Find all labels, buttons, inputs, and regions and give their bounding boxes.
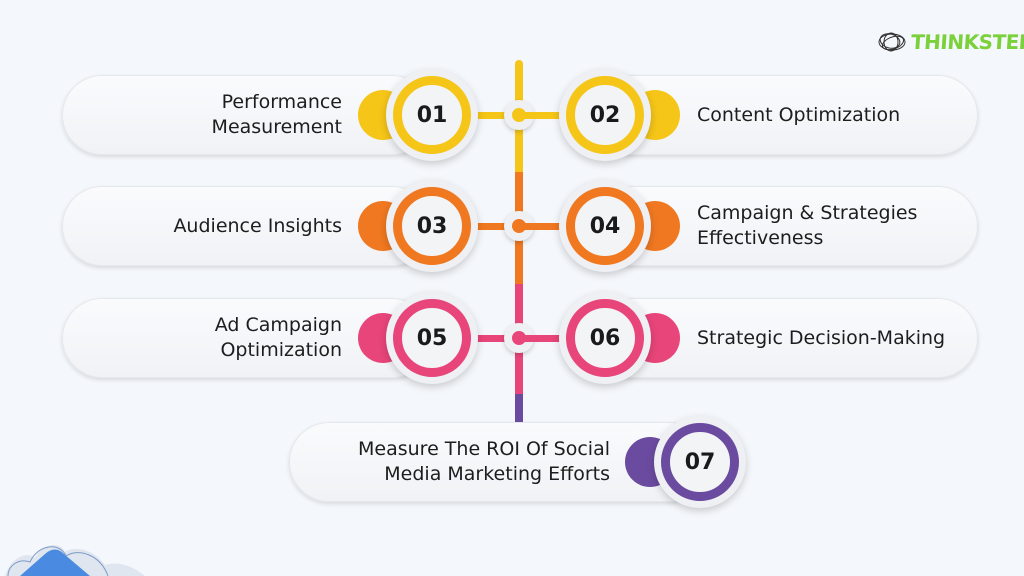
number-text: 05: [393, 299, 471, 377]
item-label: Performance Measurement: [211, 91, 342, 138]
item-label: Content Optimization: [697, 103, 901, 126]
item-label: Strategic Decision-Making: [697, 326, 946, 349]
logo-text: THINKSTER: [910, 30, 1024, 54]
number-badge: 05: [386, 292, 478, 384]
timeline-segment-purple: [515, 394, 523, 424]
item-label: Ad Campaign Optimization: [214, 314, 342, 361]
number-badge: 06: [559, 292, 651, 384]
number-badge: 04: [559, 180, 651, 272]
number-badge: 07: [654, 416, 746, 508]
connector: [519, 335, 565, 342]
number-text: 04: [566, 187, 644, 265]
item-label: Measure The ROI Of Social Media Marketin…: [358, 438, 610, 485]
scribble-icon: [878, 32, 906, 52]
connector: [519, 223, 565, 230]
number-text: 02: [566, 76, 644, 154]
connector: [519, 112, 565, 119]
number-text: 01: [393, 76, 471, 154]
number-badge: 01: [386, 69, 478, 161]
item-label: Audience Insights: [173, 214, 342, 237]
thinkster-logo: THINKSTER: [876, 30, 1024, 54]
number-text: 03: [393, 187, 471, 265]
number-badge: 03: [386, 180, 478, 272]
number-badge: 02: [559, 69, 651, 161]
number-text: 06: [566, 299, 644, 377]
cloud-decoration: [5, 545, 145, 576]
number-text: 07: [661, 423, 739, 501]
item-label: Campaign & Strategies Effectiveness: [697, 202, 918, 249]
